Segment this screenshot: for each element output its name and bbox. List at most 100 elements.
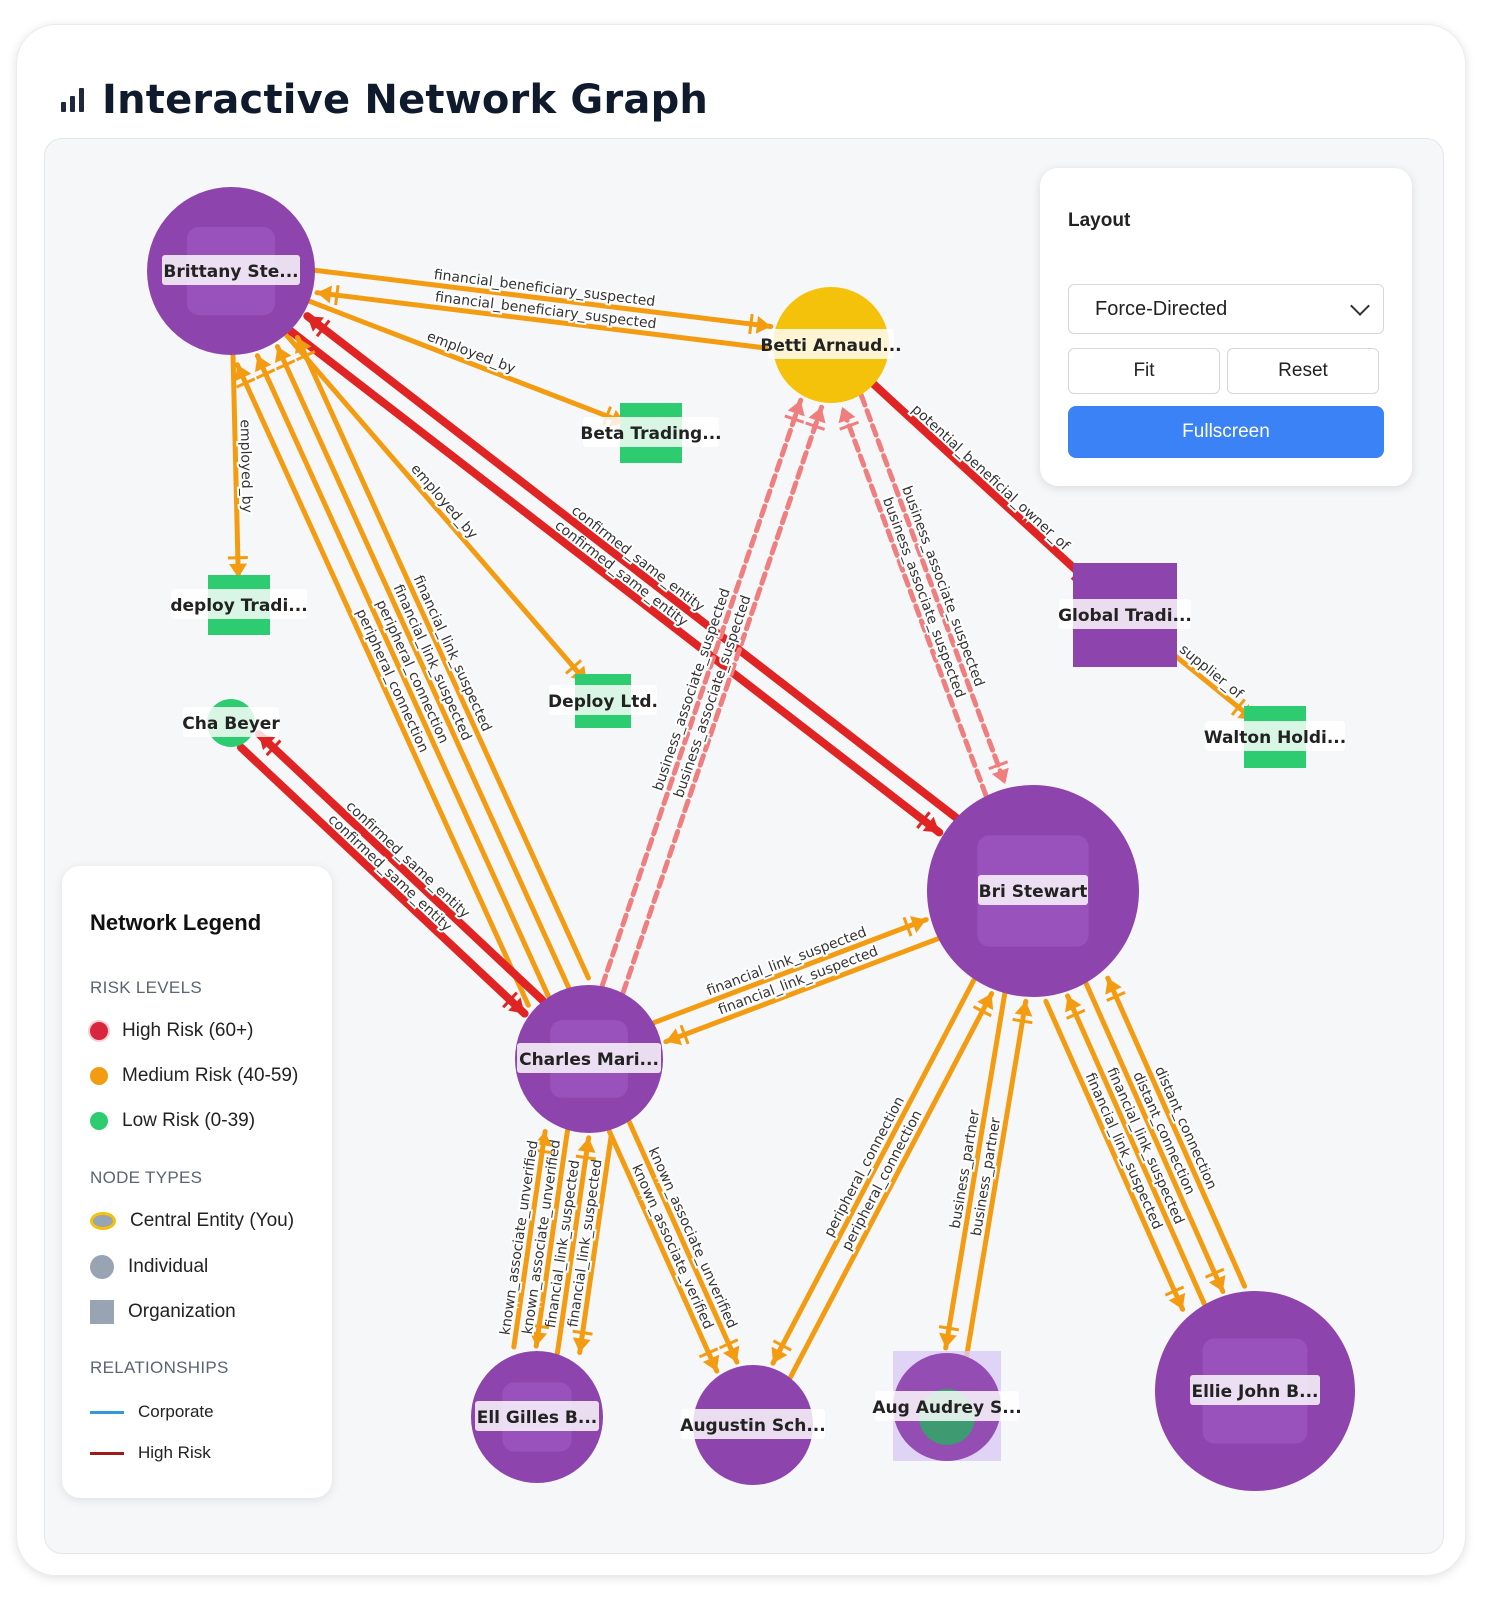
edge-brittany-deployt[interactable]: employed_by <box>227 352 257 581</box>
edge-line[interactable] <box>620 404 825 995</box>
edge-tick <box>265 739 282 757</box>
edge-arrowhead-icon <box>808 407 826 424</box>
edge-line[interactable] <box>283 332 590 685</box>
green-dot-icon <box>90 1112 108 1130</box>
edge-charles-bri[interactable]: financial_link_suspected <box>651 916 929 1026</box>
edge-arrowhead-icon <box>909 916 927 934</box>
edge-tick <box>572 1329 593 1336</box>
edge-charles-augustin[interactable]: known_associate_unverified <box>626 1119 742 1365</box>
node-label: Cha Beyer <box>182 714 280 734</box>
fullscreen-button[interactable]: Fullscreen <box>1068 406 1384 458</box>
node-cha[interactable]: Cha Beyer <box>182 699 280 747</box>
edge-line[interactable] <box>788 991 995 1380</box>
layout-select-value: Force-Directed <box>1095 297 1228 320</box>
edge-line[interactable] <box>234 362 531 1008</box>
layout-select[interactable]: Force-Directed <box>1068 284 1384 334</box>
central-entity-icon <box>90 1212 116 1230</box>
edge-tick <box>1164 1285 1185 1297</box>
edge-line[interactable] <box>533 1128 570 1349</box>
edge-line[interactable] <box>236 743 529 1018</box>
legend-low-label: Low Risk (0-39) <box>122 1110 256 1131</box>
legend-medium-label: Medium Risk (40-59) <box>122 1065 299 1086</box>
edge-arrowhead-icon <box>991 767 1009 785</box>
edge-line[interactable] <box>1105 975 1248 1289</box>
node-label-bg <box>1059 599 1191 629</box>
edge-bri-augustin[interactable]: peripheral_connection <box>770 977 977 1366</box>
edge-tick <box>805 421 826 431</box>
network-svg[interactable]: financial_beneficiary_suspectedfinancial… <box>45 139 1443 1553</box>
edge-line[interactable] <box>511 1128 548 1350</box>
node-brittany[interactable]: Brittany Ste... <box>147 187 315 355</box>
edge-betti-bri[interactable]: business_associate_suspected <box>858 393 1009 787</box>
node-deployltd[interactable]: Deploy Ltd. <box>548 674 658 728</box>
individual-icon <box>90 1255 114 1279</box>
edge-line[interactable] <box>306 298 629 426</box>
nodes-layer: Brittany Ste... Betti Arnaud... Beta Tradi… <box>147 187 1355 1491</box>
node-label-bg <box>1205 721 1345 751</box>
edge-arrowhead-icon <box>665 1028 683 1046</box>
node-beta[interactable]: Beta Trading... <box>580 403 722 463</box>
edge-line[interactable] <box>943 991 1008 1351</box>
node-label-bg <box>171 589 307 619</box>
node-augustin[interactable]: Augustin Sch... <box>680 1365 826 1485</box>
edge-brittany-bri[interactable]: confirmed_same_entity <box>286 327 944 837</box>
edge-line[interactable] <box>1065 993 1207 1307</box>
edge-line[interactable] <box>626 1119 740 1365</box>
edge-arrowhead-icon <box>722 1345 740 1363</box>
edge-arrowhead-icon <box>254 355 272 373</box>
edge-tick <box>1106 990 1126 1002</box>
edge-line[interactable] <box>254 730 547 1005</box>
edge-line[interactable] <box>964 998 1029 1359</box>
node-ell[interactable]: Ell Gilles B... <box>471 1351 603 1483</box>
edge-line[interactable] <box>663 936 941 1045</box>
node-label-bg <box>517 1043 661 1073</box>
edge-line[interactable] <box>274 344 571 990</box>
edge-arrowhead-icon <box>529 1330 548 1347</box>
chevron-down-icon <box>1350 296 1370 316</box>
legend-title: Network Legend <box>90 910 262 935</box>
edge-arrowhead-icon <box>838 406 856 424</box>
edge-line[interactable] <box>599 397 804 988</box>
edge-aug-bri[interactable]: business_partner <box>964 998 1033 1359</box>
edge-tick <box>502 991 518 1009</box>
edge-line[interactable] <box>858 393 1008 787</box>
node-walton[interactable]: Walton Holdi... <box>1204 706 1346 768</box>
legend-low-risk: Low Risk (0-39) <box>90 1110 255 1132</box>
edge-line[interactable] <box>313 267 774 329</box>
node-deployt[interactable]: deploy Tradi... <box>170 575 308 635</box>
edge-line[interactable] <box>554 1135 592 1356</box>
edge-line[interactable] <box>606 1128 720 1374</box>
edge-tick <box>315 319 331 338</box>
edge-line[interactable] <box>577 1134 614 1355</box>
node-global[interactable]: Global Tradi... <box>1058 563 1192 667</box>
edge-line[interactable] <box>314 290 775 352</box>
legend-individual: Individual <box>90 1255 208 1279</box>
legend-highrisk-label: High Risk <box>138 1443 211 1462</box>
fit-button[interactable]: Fit <box>1068 348 1220 394</box>
edge-line[interactable] <box>254 353 551 999</box>
edge-line[interactable] <box>1043 998 1186 1312</box>
legend-risk-title: RISK LEVELS <box>90 978 202 997</box>
node-betti[interactable]: Betti Arnaud... <box>760 287 902 403</box>
edge-tick <box>1012 1017 1033 1025</box>
edge-line[interactable] <box>869 380 1098 590</box>
edge-arrowhead-icon <box>307 316 324 332</box>
reset-button[interactable]: Reset <box>1227 348 1379 394</box>
node-bri[interactable]: Bri Stewart <box>927 785 1139 997</box>
node-aug[interactable]: Aug Audrey S... <box>872 1351 1022 1461</box>
edge-line[interactable] <box>651 917 929 1026</box>
node-ellie[interactable]: Ellie John B... <box>1155 1291 1355 1491</box>
node-charles[interactable]: Charles Mari... <box>515 985 663 1133</box>
edge-line[interactable] <box>303 312 960 822</box>
edge-label: employed_by <box>237 419 255 513</box>
edge-line[interactable] <box>294 334 591 981</box>
edge-line[interactable] <box>770 977 977 1366</box>
edge-line[interactable] <box>286 327 944 837</box>
edge-line[interactable] <box>230 352 241 581</box>
edge-line[interactable] <box>839 404 989 798</box>
bar-chart-icon <box>61 88 84 112</box>
edge-line[interactable] <box>1083 980 1226 1294</box>
legend-central: Central Entity (You) <box>90 1210 294 1232</box>
node-label: Deploy Ltd. <box>548 692 658 712</box>
